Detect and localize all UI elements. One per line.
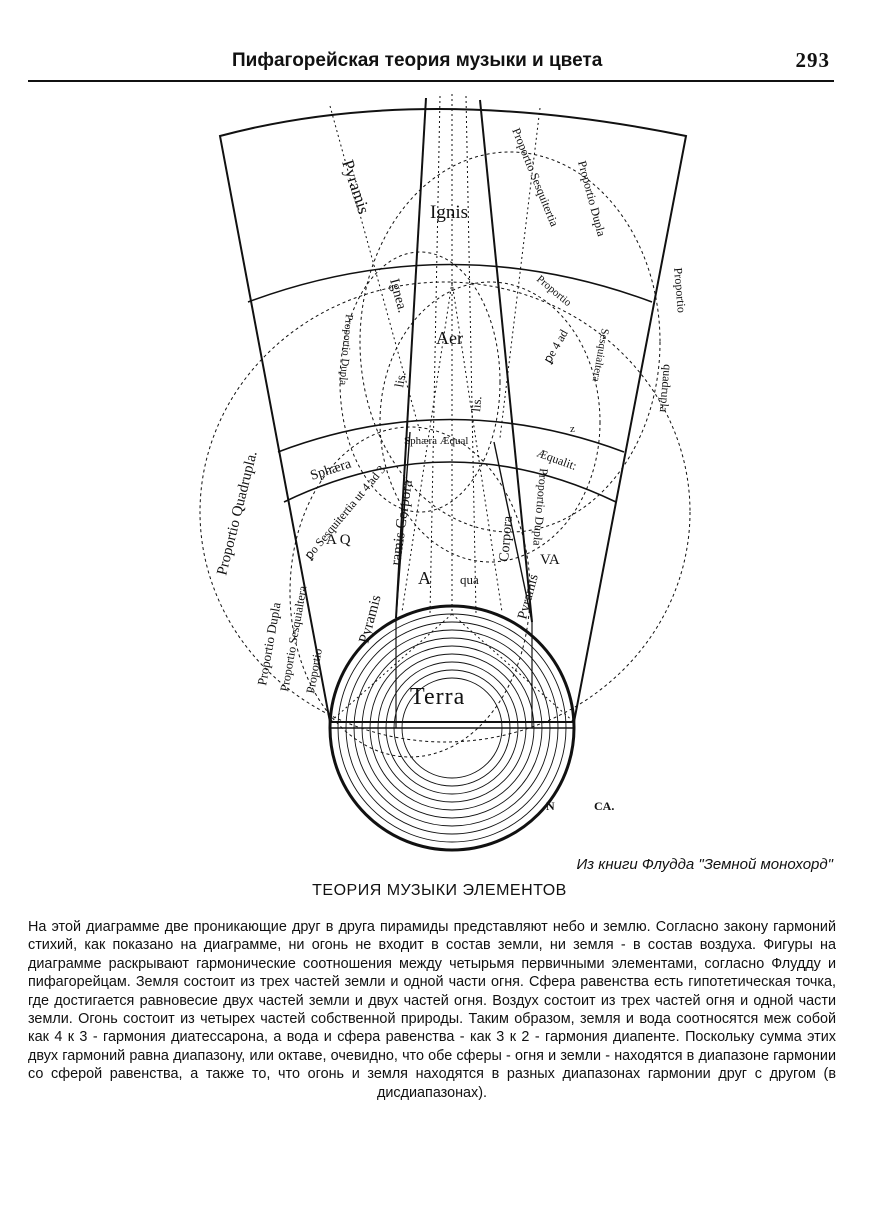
label-proportio-dupla-inner: Proportio Dupla (337, 314, 355, 386)
ellipse-quadrupla (199, 281, 691, 743)
label-a-q: A Q (326, 532, 351, 548)
figure-caption: Из книги Флудда "Земной монохорд" (576, 856, 833, 873)
label-aer: Aer (436, 328, 463, 348)
label-ignis: Ignis (430, 202, 468, 223)
running-title: Пифагорейская теория музыки и цвета (232, 50, 603, 71)
label-sesquialtera-middle: Sesquialtera (590, 327, 611, 382)
label-proportio-lower: Proportio (303, 647, 325, 694)
ellipse-dupla-left (289, 426, 531, 758)
label-aqua-a: A (418, 568, 431, 588)
arc-air-boundary (247, 263, 653, 303)
label-corpora-right: Corpora (497, 515, 516, 563)
body-paragraph: На этой диаграмме две проникающие друг в… (28, 919, 836, 1101)
label-proportio-dupla-top: Proportio Dupla (575, 159, 609, 238)
page-number: 293 (795, 48, 830, 72)
label-pyramis-right: Pyramis (515, 573, 541, 621)
label-terra: Terra (410, 684, 465, 710)
terra-globe (328, 604, 576, 852)
section-heading: ТЕОРИЯ МУЗЫКИ ЭЛЕМЕНТОВ (312, 882, 567, 899)
label-proportio-right-top: Proportio (671, 267, 689, 313)
ellipse-inner-left (339, 251, 501, 513)
label-sphaera-aequal: Sphæra Æqual (404, 435, 468, 447)
label-proportio-sesquialtera: Proportio Sesquialtera (277, 584, 309, 692)
ellipse-sesquialtera (359, 151, 661, 533)
label-proportio-sesquitertia: Proportio Sesquitertia (509, 126, 562, 229)
label-lis-left: lis. (391, 371, 408, 389)
label-va: VA (540, 552, 560, 568)
ellipse-dupla-right (379, 281, 601, 563)
arc-sphere-lower (283, 461, 617, 503)
label-proportio-dupla-right: Proportio Dupla (530, 468, 551, 547)
label-pe-4-ad: ꝑe 4 ad (540, 327, 571, 366)
label-proportio-middle: Proportio (534, 273, 574, 309)
label-ca: CA. (594, 799, 614, 813)
label-pyramis-corpora-left: ramis Corpora (388, 479, 416, 567)
label-n: N (546, 799, 555, 813)
outer-fan (218, 108, 688, 723)
label-proportio-quadrupla: Proportio Quadrupla. (214, 449, 260, 577)
label-aqua-qua: qua (460, 572, 479, 587)
label-pyramis-left: Pyramis (356, 593, 384, 645)
monochord-diagram: Ignis Aer A qua Terra Pyramis Ignea. lis… (199, 94, 691, 852)
label-pyramis: Pyramis (338, 157, 373, 216)
label-quadrupla-right: quadrupla (657, 364, 675, 414)
strip-left-edge (395, 97, 427, 619)
strip-right-edge (479, 99, 533, 623)
running-head: Пифагорейская теория музыки и цвета 293 (28, 44, 834, 82)
label-z: z (570, 423, 575, 435)
label-ignea: Ignea. (386, 277, 409, 314)
label-lis-right: lis. (468, 395, 484, 412)
strip-left-inner (395, 431, 411, 619)
arc-sphere-upper (277, 418, 625, 453)
label-sphaera: Sphæra (309, 456, 354, 483)
